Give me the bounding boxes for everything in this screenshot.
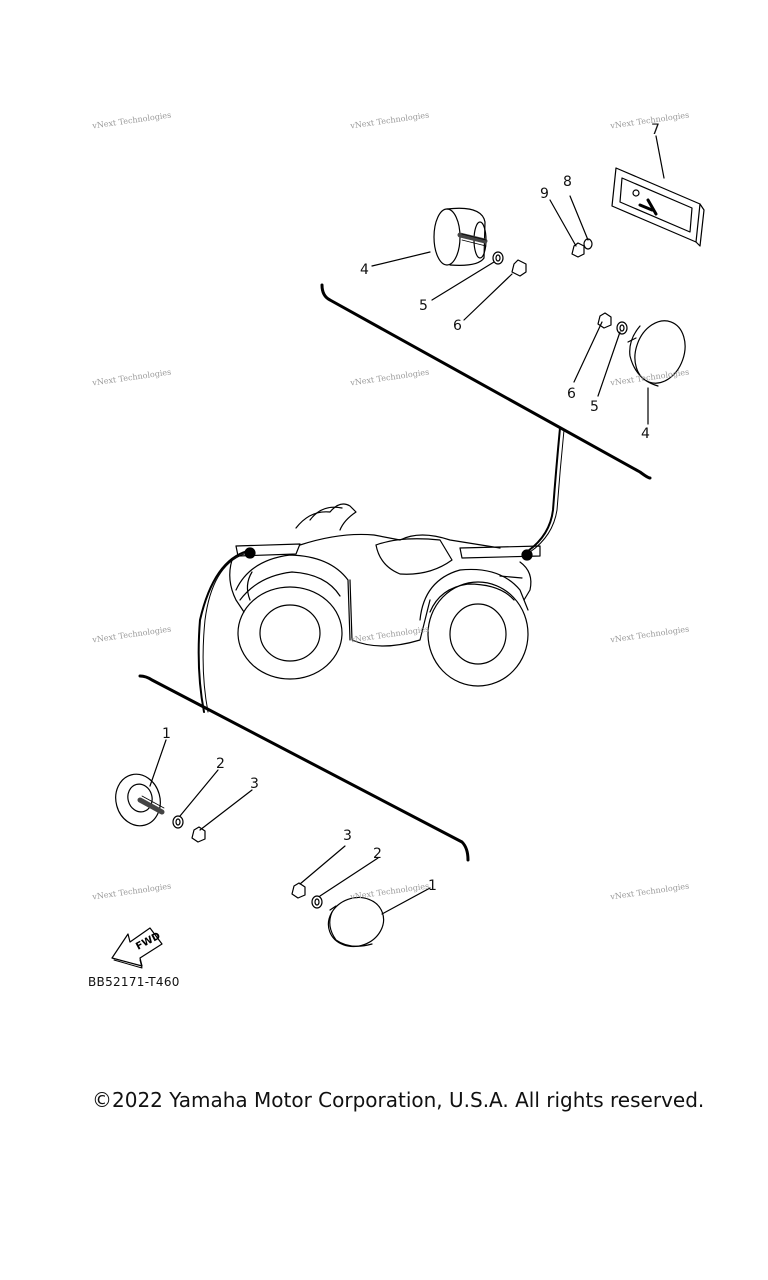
part-5-lower-washer — [616, 321, 628, 335]
atv-rear-rack — [459, 545, 541, 559]
part-2-right-washer — [311, 895, 323, 909]
part-6-upper-nut — [511, 259, 527, 277]
part-4-lower-reflector — [627, 320, 686, 387]
atv-outline — [229, 503, 541, 687]
callout-6: 6 — [453, 318, 462, 334]
front-leader-band — [197, 550, 249, 713]
part-5-upper-washer — [492, 251, 504, 265]
rear-group-bracket — [320, 283, 652, 480]
callout-4: 4 — [360, 262, 369, 278]
part-3-right-nut — [291, 882, 306, 899]
part-1-right-reflector — [327, 896, 385, 948]
atv-front-reflector-dot — [244, 547, 256, 559]
callout-2: 2 — [373, 846, 382, 862]
rear-leader-band — [527, 427, 561, 552]
callout-1: 1 — [428, 878, 437, 894]
callout-4: 4 — [641, 426, 650, 442]
part-3-left-nut — [191, 826, 206, 843]
callout-5: 5 — [590, 399, 599, 415]
callout-6: 6 — [567, 386, 576, 402]
callout-1: 1 — [162, 726, 171, 742]
part-2-left-washer — [172, 815, 184, 829]
atv-front-rack — [235, 543, 301, 557]
copyright-notice: ©2022 Yamaha Motor Corporation, U.S.A. A… — [92, 1088, 705, 1112]
part-4-upper-reflector — [433, 207, 488, 266]
part-7-plate — [611, 167, 705, 247]
callout-3: 3 — [250, 776, 259, 792]
callout-7: 7 — [651, 122, 660, 138]
fwd-arrow — [111, 927, 163, 969]
front-group-bracket — [138, 674, 470, 862]
part-9-nut — [571, 242, 585, 258]
atv-front-wheel — [237, 586, 343, 680]
atv-rear-wheel — [427, 581, 529, 687]
part-6-lower-nut — [597, 312, 612, 329]
callout-2: 2 — [216, 756, 225, 772]
atv-rear-reflector-dot — [521, 549, 533, 561]
part-code: BB52171-T460 — [88, 975, 180, 989]
callout-3: 3 — [343, 828, 352, 844]
callout-9: 9 — [540, 186, 549, 202]
callout-5: 5 — [419, 298, 428, 314]
callout-8: 8 — [563, 174, 572, 190]
part-1-left-reflector — [115, 773, 165, 827]
